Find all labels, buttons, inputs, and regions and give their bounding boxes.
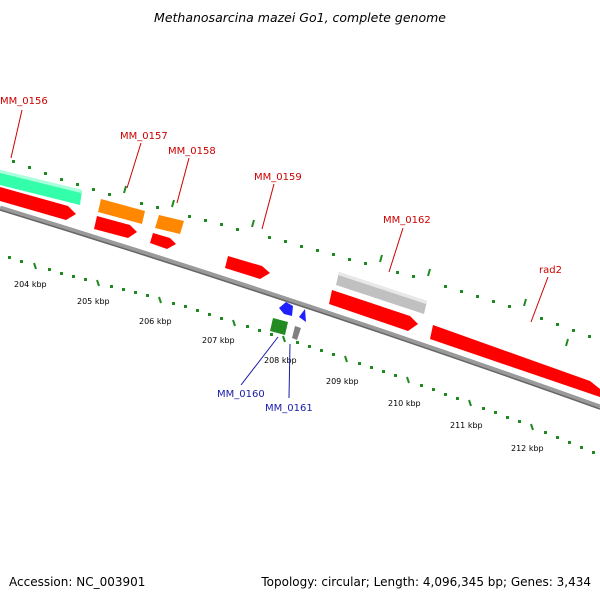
scale-label: 206 kbp	[139, 317, 172, 326]
cds-4[interactable]	[225, 256, 270, 279]
gene-mm0157[interactable]	[98, 199, 145, 224]
gene-mm0156[interactable]	[0, 170, 82, 205]
top-gene-labels: MM_0156 MM_0157 MM_0158 MM_0159 MM_0162 …	[0, 96, 562, 276]
gene-label-mm0159[interactable]: MM_0159	[254, 172, 302, 183]
scale-labels: 204 kbp 205 kbp 206 kbp 207 kbp 208 kbp …	[14, 280, 544, 453]
gene-label-mm0161[interactable]: MM_0161	[265, 403, 313, 414]
genome-backbone	[0, 205, 600, 410]
scale-label: 212 kbp	[511, 444, 544, 453]
gene-mm0162[interactable]	[336, 272, 427, 314]
inner-major-ticks	[33, 262, 534, 431]
bottom-gene-labels: MM_0160 MM_0161	[217, 389, 313, 414]
scale-label: 210 kbp	[388, 399, 421, 408]
gene-mm0161[interactable]	[292, 326, 301, 340]
scale-label: 211 kbp	[450, 421, 483, 430]
gene-label-mm0160[interactable]: MM_0160	[217, 389, 265, 400]
scale-label: 209 kbp	[326, 377, 359, 386]
gene-blue-arrow[interactable]	[299, 309, 306, 322]
cds-5[interactable]	[329, 290, 418, 331]
cds-6[interactable]	[430, 325, 600, 397]
gene-label-mm0157[interactable]: MM_0157	[120, 131, 168, 142]
top-leader-lines	[10, 109, 549, 323]
scale-label: 205 kbp	[77, 297, 110, 306]
gene-mm0160[interactable]	[270, 318, 288, 335]
scale-label: 207 kbp	[202, 336, 235, 345]
bottom-leader-lines	[240, 336, 291, 399]
genome-title: Methanosarcina mazei Go1, complete genom…	[154, 10, 446, 25]
gene-label-mm0158[interactable]: MM_0158	[168, 146, 216, 157]
cds-1[interactable]	[0, 187, 76, 220]
genome-backbone-shadow	[0, 209, 600, 410]
accession-text: Accession: NC_003901	[9, 575, 145, 589]
outer-major-ticks	[123, 185, 569, 347]
gene-label-rad2[interactable]: rad2	[539, 265, 562, 276]
inner-dotted-ring	[8, 256, 595, 454]
gene-label-mm0162[interactable]: MM_0162	[383, 215, 431, 226]
cds-3[interactable]	[150, 233, 176, 249]
cds-track	[0, 187, 600, 397]
gene-mm0158[interactable]	[155, 215, 184, 234]
genome-summary-text: Topology: circular; Length: 4,096,345 bp…	[260, 575, 591, 589]
outer-dotted-ring	[12, 160, 591, 338]
cds-2[interactable]	[94, 216, 137, 238]
gene-label-mm0156[interactable]: MM_0156	[0, 96, 48, 107]
scale-label: 208 kbp	[264, 356, 297, 365]
scale-label: 204 kbp	[14, 280, 47, 289]
gene-blue-reverse[interactable]	[279, 302, 293, 316]
